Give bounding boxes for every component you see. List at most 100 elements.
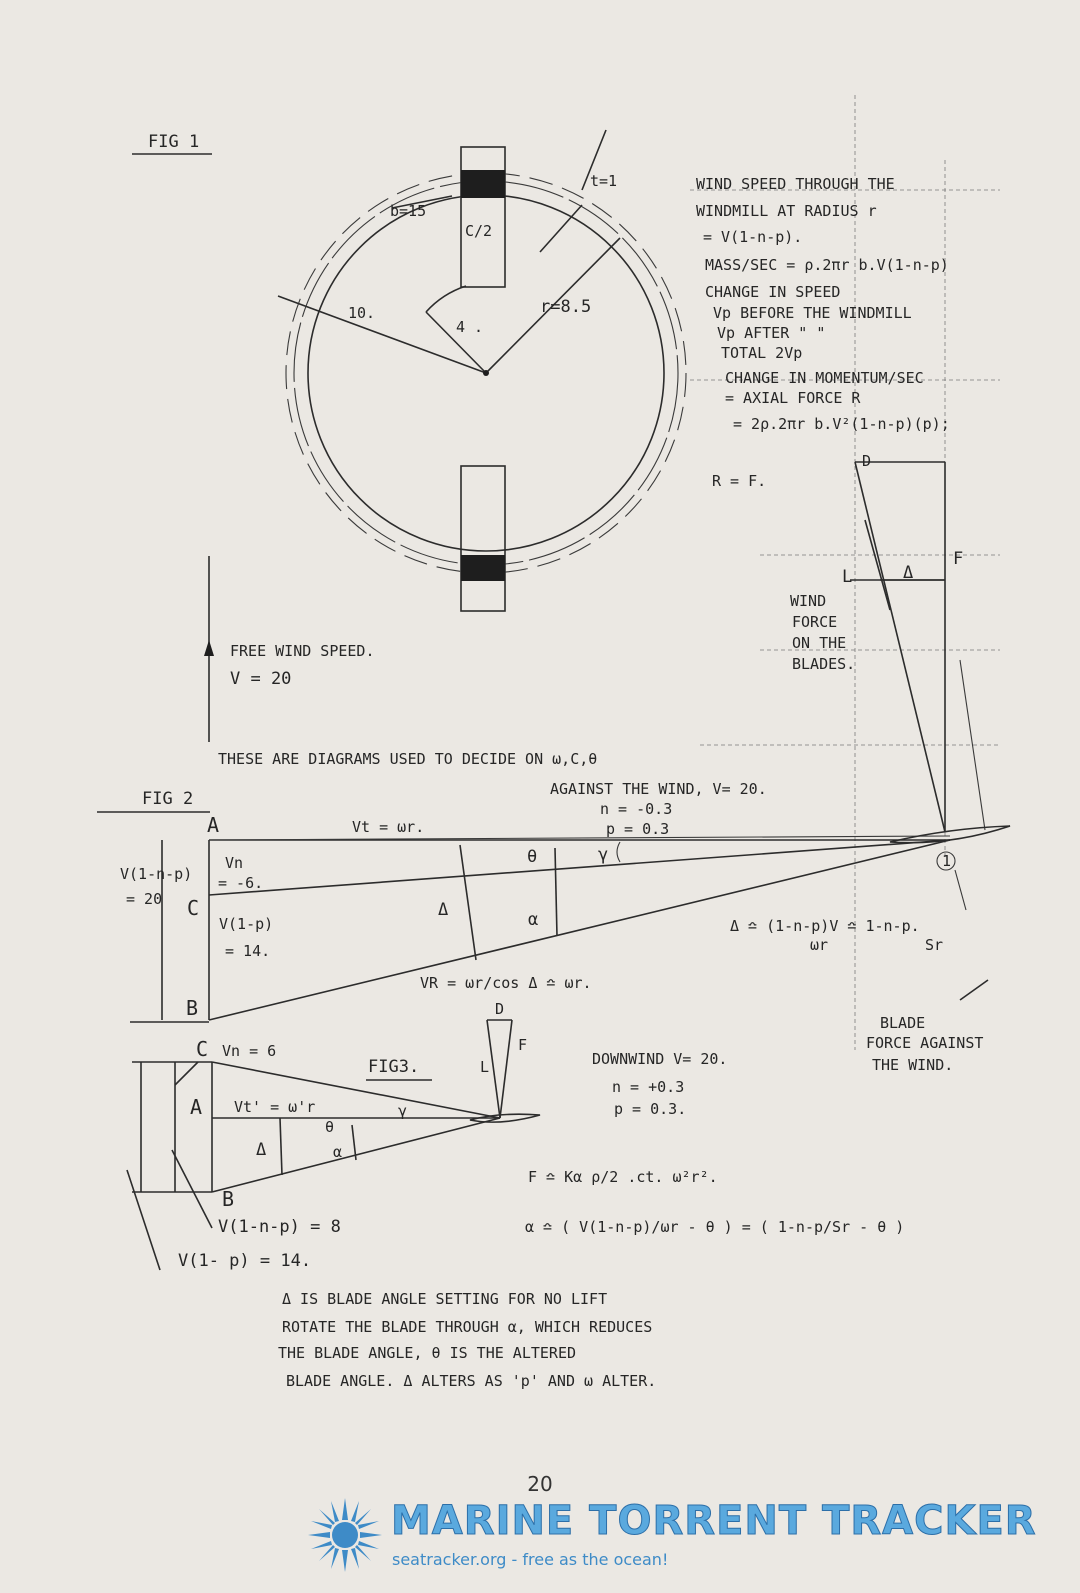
- blade-edge: [959, 659, 986, 831]
- bottom-blade-section: [461, 555, 505, 581]
- wind-force-line: FORCE: [792, 613, 837, 631]
- fig3-label-C: C: [196, 1037, 208, 1061]
- note-line: Δ IS BLADE ANGLE SETTING FOR NO LIFT: [282, 1290, 607, 1308]
- fig3-gamma: γ: [398, 1102, 407, 1120]
- fig3-v1np: V(1-n-p) = 8: [218, 1217, 341, 1237]
- drag-line: [854, 461, 946, 833]
- fig1-rotor: [277, 129, 687, 612]
- fig3-vn: Vn = 6: [222, 1042, 276, 1060]
- note-line: ROTATE THE BLADE THROUGH α, WHICH REDUCE…: [282, 1318, 652, 1336]
- fig2-p: p = 0.3: [606, 820, 669, 838]
- fig3-v1p: V(1- p) = 14.: [178, 1251, 311, 1271]
- fig2-n: n = -0.3: [600, 800, 672, 818]
- fig3-label-L: L: [480, 1058, 489, 1076]
- line-C: [211, 1061, 501, 1119]
- circle-1: [936, 851, 956, 871]
- wind-force-line: WIND: [790, 592, 826, 610]
- fig2-den2: Sr: [925, 936, 943, 954]
- fig2-Vt: Vt = ωr.: [352, 818, 424, 836]
- fig2-den1: ωr: [810, 936, 828, 954]
- label-L: L: [842, 567, 852, 587]
- note-line: MASS/SEC = ρ.2πr b.V(1-n-p): [705, 256, 949, 274]
- label-radius-10: 10.: [348, 304, 375, 322]
- v1p-pointer: [126, 1169, 161, 1271]
- blade-force-arrow: [959, 979, 989, 1001]
- hub-arc: [425, 285, 467, 313]
- fig3-theta: θ: [325, 1118, 334, 1136]
- free-wind-value: V = 20: [230, 669, 291, 689]
- fig3-alpha: α: [333, 1143, 342, 1161]
- blade-force-line: THE WIND.: [872, 1056, 953, 1074]
- fig2-approx: Δ ≏ (1-n-p)V ≏ 1-n-p.: [730, 917, 920, 935]
- brand-title: MARINE TORRENT TRACKER: [391, 1498, 1037, 1545]
- fig3-delta: Δ: [256, 1140, 266, 1160]
- label-D: D: [862, 452, 871, 470]
- note-line: BLADE ANGLE. Δ ALTERS AS 'p' AND ω ALTER…: [286, 1372, 656, 1390]
- note-line: Vp BEFORE THE WINDMILL: [713, 304, 912, 322]
- note-line: WINDMILL AT RADIUS r: [696, 202, 877, 220]
- label-t1: t=1: [590, 172, 617, 190]
- b15-arrow: [391, 195, 453, 209]
- page-number: 20: [527, 1472, 553, 1496]
- delta-arc: [459, 844, 477, 961]
- radius-85-line: [485, 237, 621, 374]
- fig2-eq20: = 20: [126, 890, 162, 908]
- blade-force-note: BLADE FORCE AGAINST THE WIND.: [866, 1014, 983, 1074]
- blade-force-line: BLADE: [880, 1014, 925, 1032]
- t1-pointer: [581, 129, 607, 191]
- note-line: = V(1-n-p).: [703, 228, 802, 246]
- note-line: WIND SPEED THROUGH THE: [696, 175, 895, 193]
- line-A: [208, 835, 951, 841]
- blade-section: [889, 825, 1011, 844]
- note-line: CHANGE IN MOMENTUM/SEC: [725, 369, 924, 387]
- v1np-pointer: [171, 1149, 213, 1229]
- rotor-centre: [483, 370, 489, 376]
- free-wind-label: FREE WIND SPEED.: [230, 642, 375, 660]
- fig2-v1np: V(1-n-p): [120, 865, 192, 883]
- note-line: Vp AFTER " ": [717, 324, 825, 342]
- fig3-velocity-triangle: [126, 1019, 541, 1271]
- fig3-n: n = +0.3: [612, 1078, 684, 1096]
- blade-width-arrow: [539, 204, 583, 253]
- fig3-p: p = 0.3.: [614, 1100, 686, 1118]
- brand-url: seatracker.org - free as the ocean!: [392, 1550, 669, 1569]
- fig3-label-F: F: [518, 1036, 527, 1054]
- lift-line: [499, 1019, 513, 1119]
- fig1-title: FIG 1: [148, 132, 199, 152]
- fig3-label-B: B: [222, 1187, 234, 1211]
- note-line: CHANGE IN SPEED: [705, 283, 840, 301]
- radius-10-line: [277, 295, 487, 374]
- bottom-notes: Δ IS BLADE ANGLE SETTING FOR NO LIFT ROT…: [278, 1290, 656, 1390]
- note-line: TOTAL 2Vp: [721, 344, 802, 362]
- free-wind-arrowhead: [204, 640, 214, 656]
- formula-alpha: α ≏ ( V(1-n-p)/ωr - θ ) = ( 1-n-p/Sr - θ…: [525, 1218, 904, 1236]
- label-c2: C/2: [465, 222, 492, 240]
- blade-force-line: FORCE AGAINST: [866, 1034, 983, 1052]
- vn-arrow: [174, 1061, 199, 1086]
- line-Vn: [208, 839, 951, 896]
- fig2-gamma: γ: [598, 845, 608, 865]
- top-blade-section: [461, 170, 505, 198]
- alpha-arrow: [554, 847, 558, 937]
- gamma-arc: [616, 841, 621, 863]
- alpha-arrow: [351, 1124, 357, 1161]
- note-line: THE BLADE ANGLE, θ IS THE ALTERED: [278, 1344, 576, 1362]
- fig2-v1p-value: = 14.: [225, 942, 270, 960]
- delta-arc: [279, 1117, 283, 1176]
- line-VR: [208, 839, 951, 1021]
- fig2-label-B: B: [186, 996, 198, 1020]
- fig2-title: FIG 2: [142, 789, 193, 809]
- label-b15: b=15: [390, 202, 426, 220]
- note-line: = 2ρ.2πr b.V²(1-n-p)(p);: [733, 415, 950, 433]
- label-radius-4: 4 .: [456, 318, 483, 336]
- wind-force-line: ON THE: [792, 634, 846, 652]
- note-line: R = F.: [712, 472, 766, 490]
- vr-line: [864, 519, 891, 611]
- formula-f: F ≏ Kα ρ/2 .ct. ω²r².: [528, 1168, 718, 1186]
- fig2-label-A: A: [207, 813, 219, 837]
- radius-4-line: [425, 311, 487, 374]
- pointer-1: [954, 869, 967, 911]
- fig2-theta: θ: [527, 847, 537, 867]
- fig2-vn: Vn: [225, 854, 243, 872]
